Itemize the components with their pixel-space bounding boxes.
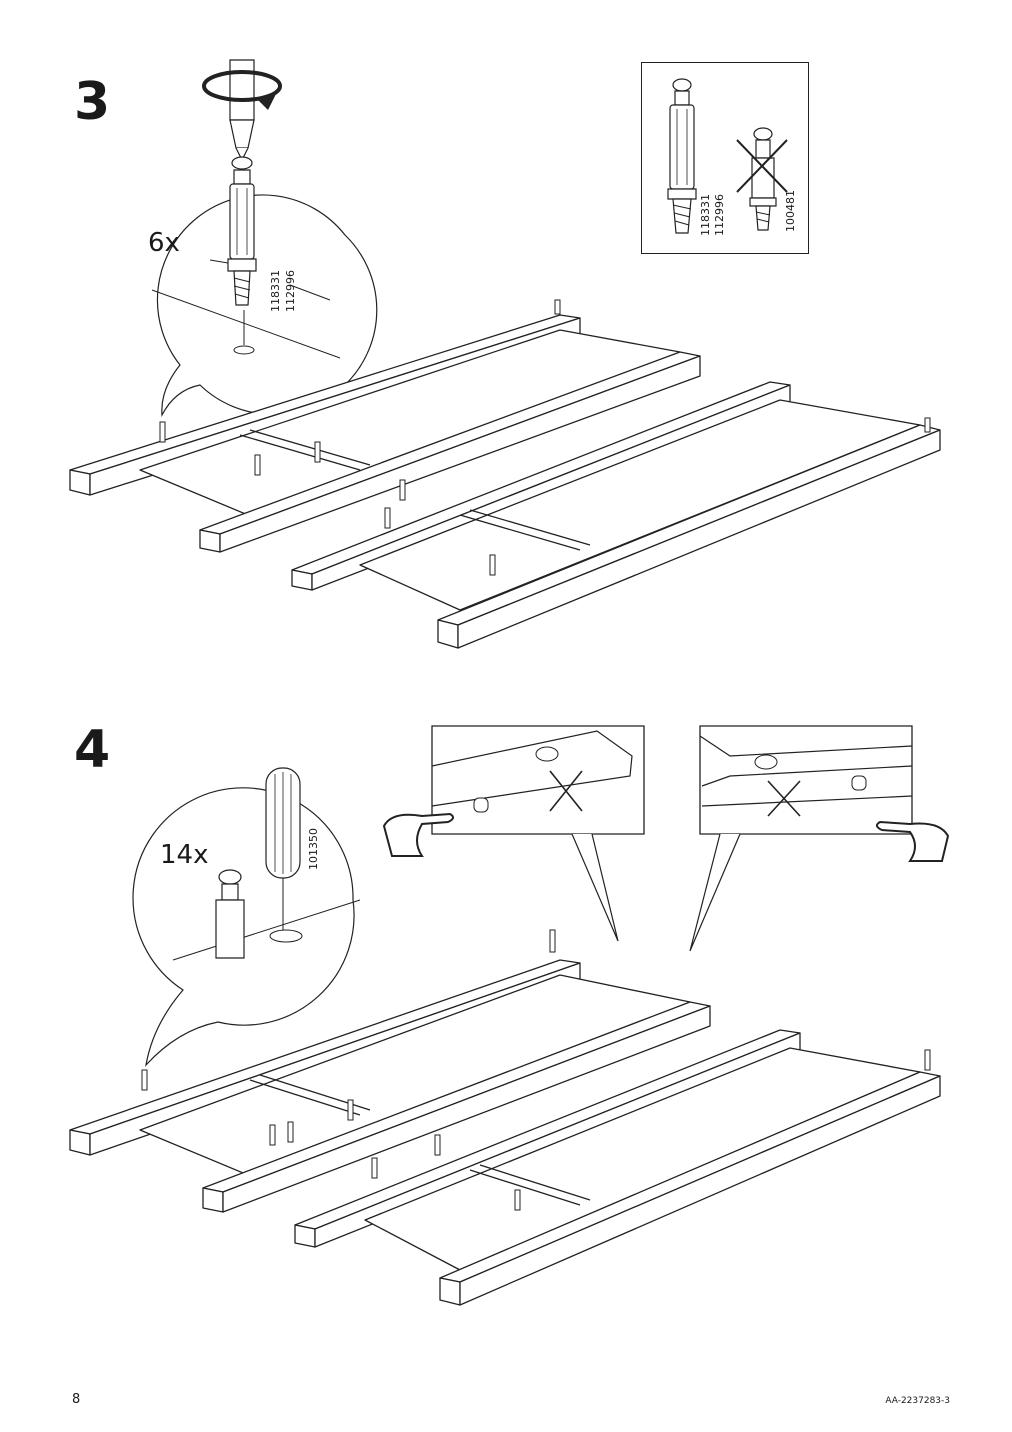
step-3-quantity: 6x [148,228,180,258]
page-number: 8 [72,1392,81,1407]
reference-correct-part-number-2: 112996 [713,194,726,236]
step-4-part-number: 101350 [307,828,320,870]
reference-wrong-part-number: 100481 [784,190,797,232]
detail-box-right-insert-dowel [680,726,952,951]
step-3-frame-illustration [60,290,950,650]
reference-correct-part-number-1: 118331 [699,194,712,236]
step-3-number: 3 [74,72,111,132]
detail-box-left-insert-dowel [382,726,647,951]
step-3-zoom-callout [140,60,360,430]
step-4-frame-illustration [60,930,950,1310]
correct-cam-pin-icon [660,75,710,240]
wrong-screw-crossed-icon [735,120,795,235]
step-4-number: 4 [74,720,111,780]
document-code: AA-2237283-3 [885,1396,950,1406]
step-4-zoom-callout [138,760,368,1070]
part-reference-box [641,62,809,254]
step-4-quantity: 14x [160,840,209,870]
